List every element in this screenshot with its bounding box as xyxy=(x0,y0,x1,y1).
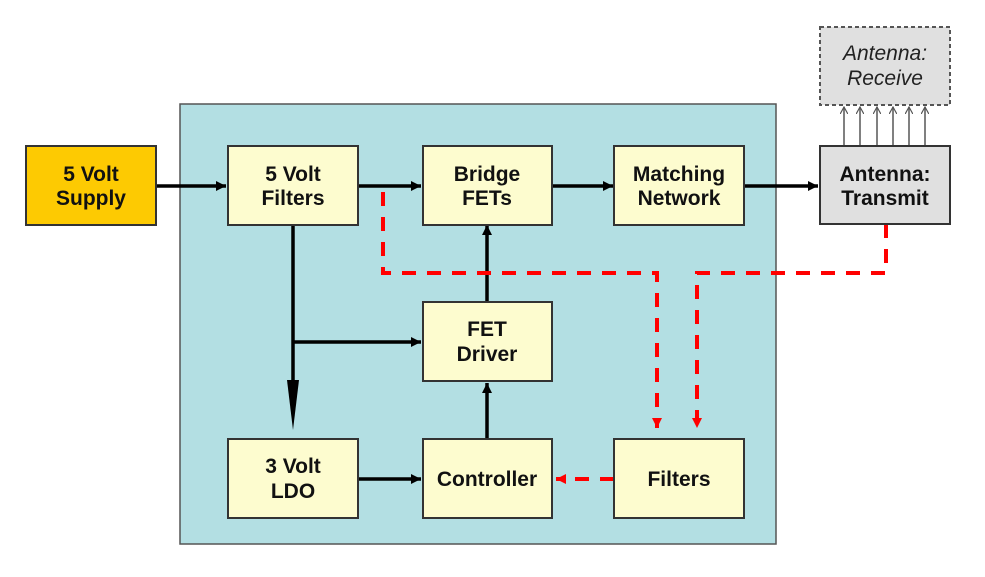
label-line1: Antenna: xyxy=(840,163,931,186)
block-antenna-receive: Antenna: Receive xyxy=(819,26,951,106)
label-line2: Supply xyxy=(56,187,126,210)
label-line2: Transmit xyxy=(841,187,929,210)
label-line2: FETs xyxy=(462,187,512,210)
label-line2: Driver xyxy=(457,343,518,366)
label-line1: Bridge xyxy=(454,163,521,186)
label-line1: FET xyxy=(467,318,507,341)
label-line1: Matching xyxy=(633,163,725,186)
label-line1: 5 Volt xyxy=(265,163,321,186)
block-antenna-transmit: Antenna: Transmit xyxy=(819,145,951,225)
label-line2: Filters xyxy=(261,187,324,210)
block-5v-supply: 5 Volt Supply xyxy=(25,145,157,226)
label-line1: 5 Volt xyxy=(63,163,119,186)
label-line2: Network xyxy=(638,187,721,210)
label-line1: Controller xyxy=(437,468,537,491)
block-fet-driver: FET Driver xyxy=(422,301,553,382)
signal-connections xyxy=(156,181,818,484)
label-line2: LDO xyxy=(271,480,315,503)
label-line2: Receive xyxy=(847,67,923,90)
block-controller: Controller xyxy=(422,438,553,519)
feedback-connections xyxy=(381,192,888,484)
dashed-filters5v-to-filters xyxy=(381,192,662,428)
label-line1: Filters xyxy=(647,468,710,491)
block-5v-filters: 5 Volt Filters xyxy=(227,145,359,226)
label-line1: Antenna: xyxy=(841,42,927,65)
arrow-ldo-down xyxy=(287,380,299,430)
block-bridge-fets: Bridge FETs xyxy=(422,145,553,226)
label-line1: 3 Volt xyxy=(265,455,321,478)
block-matching-network: Matching Network xyxy=(613,145,745,226)
block-3v-ldo: 3 Volt LDO xyxy=(227,438,359,519)
radiation-arrows xyxy=(844,107,925,146)
block-filters: Filters xyxy=(613,438,745,519)
